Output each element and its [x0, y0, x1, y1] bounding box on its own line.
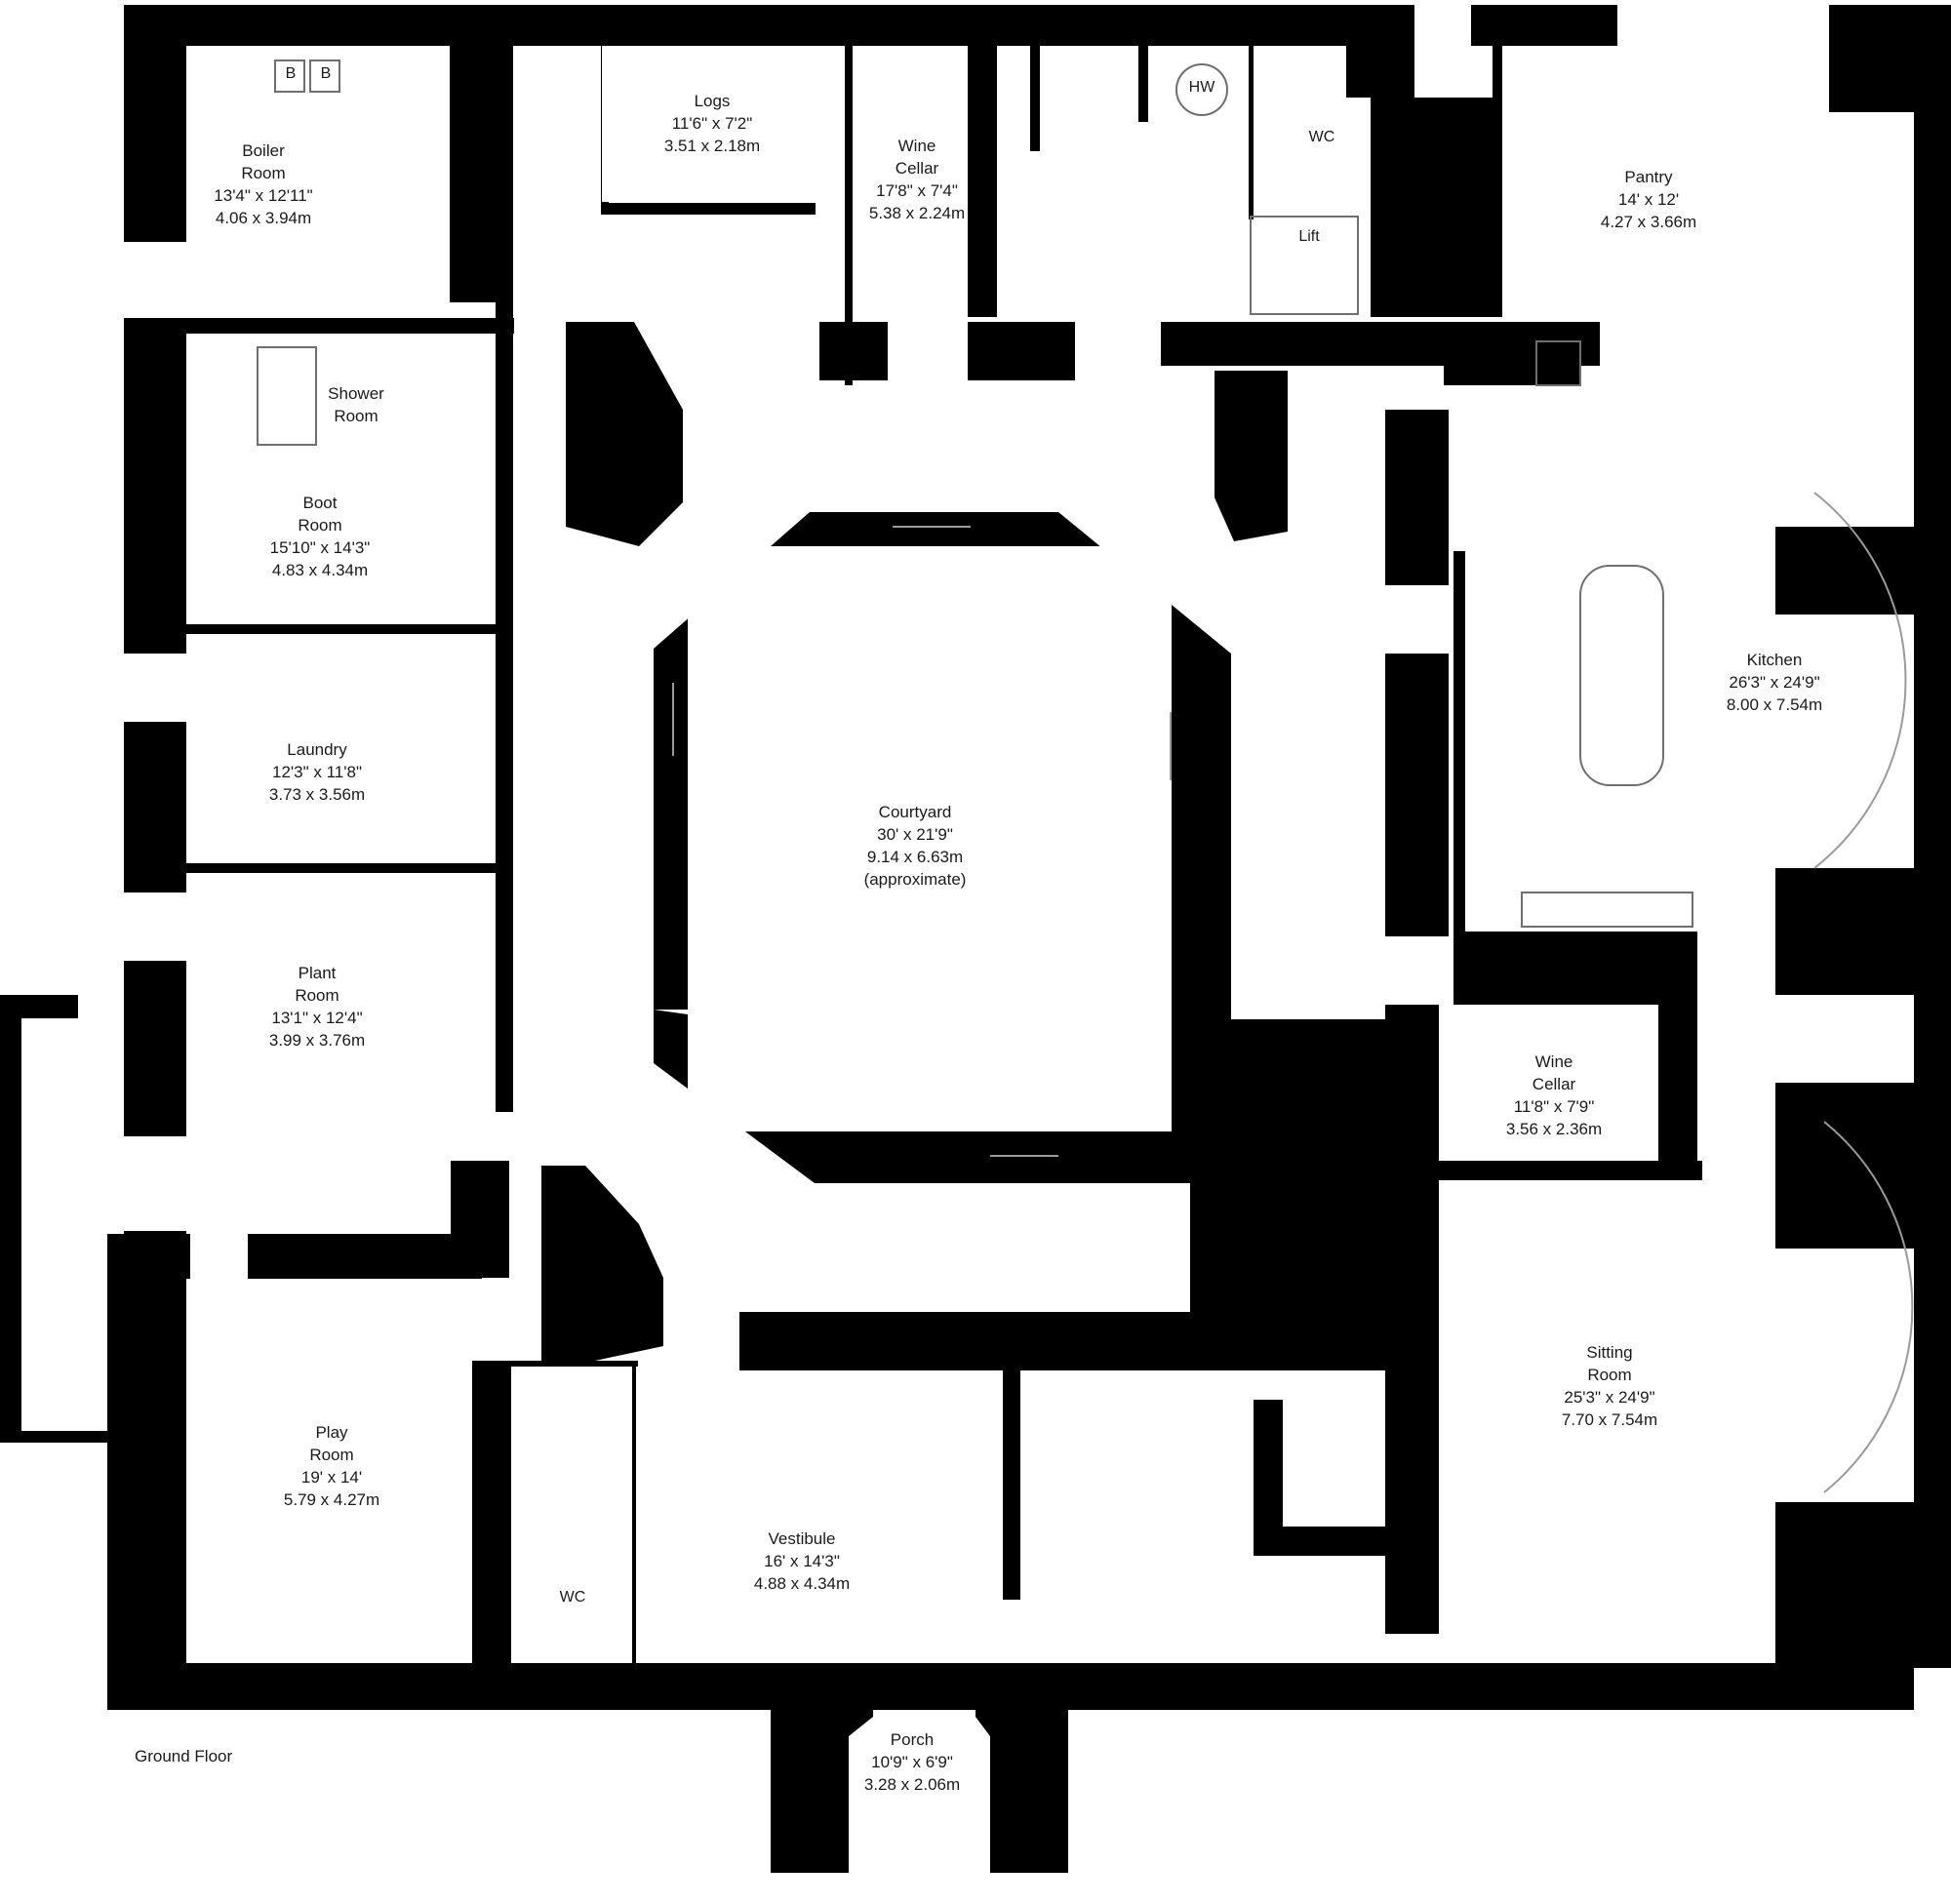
room-label-pantry: Pantry 14' x 12' 4.27 x 3.66m [1600, 168, 1697, 231]
floor-caption: Ground Floor [135, 1747, 233, 1765]
wc-label-south: WC [559, 1589, 586, 1606]
fixtures [257, 60, 1693, 928]
walls [0, 5, 1951, 1873]
lift-label: Lift [1298, 228, 1320, 245]
room-label-play: Play Room 19' x 14' 5.79 x 4.27m [283, 1423, 380, 1509]
room-label-plant: Plant Room 13'1" x 12'4" 3.99 x 3.76m [268, 964, 366, 1050]
room-label-courtyard: Courtyard 30' x 21'9" 9.14 x 6.63m (appr… [863, 803, 967, 889]
floor-fill [186, 46, 1824, 1873]
room-label-boiler: Boiler Room 13'4" x 12'11" 4.06 x 3.94m [214, 141, 313, 227]
room-label-kitchen: Kitchen 26'3" x 24'9" 8.00 x 7.54m [1726, 651, 1823, 714]
room-label-boot: Boot Room 15'10" x 14'3" 4.83 x 4.34m [269, 494, 371, 579]
room-label-laundry: Laundry 12'3" x 11'8" 3.73 x 3.56m [268, 740, 366, 804]
room-label-wine-cellar-north: Wine Cellar 17'8" x 7'4" 5.38 x 2.24m [868, 137, 966, 222]
glazing [672, 492, 1914, 1493]
room-label-porch: Porch 10'9" x 6'9" 3.28 x 2.06m [863, 1730, 961, 1794]
room-label-logs: Logs 11'6" x 7'2" 3.51 x 2.18m [663, 92, 761, 155]
room-label-wine-cellar-east: Wine Cellar 11'8" x 7'9" 3.56 x 2.36m [1505, 1052, 1603, 1138]
boiler-b-label-left: B [285, 65, 297, 82]
room-label-shower: Shower Room [328, 384, 384, 425]
room-label-vestibule: Vestibule 16' x 14'3" 4.88 x 4.34m [753, 1529, 851, 1593]
boiler-b-label-right: B [320, 65, 332, 82]
room-label-sitting: Sitting Room 25'3" x 24'9" 7.70 x 7.54m [1561, 1343, 1658, 1429]
hot-water-label: HW [1188, 79, 1215, 96]
wc-label-north: WC [1308, 129, 1335, 145]
